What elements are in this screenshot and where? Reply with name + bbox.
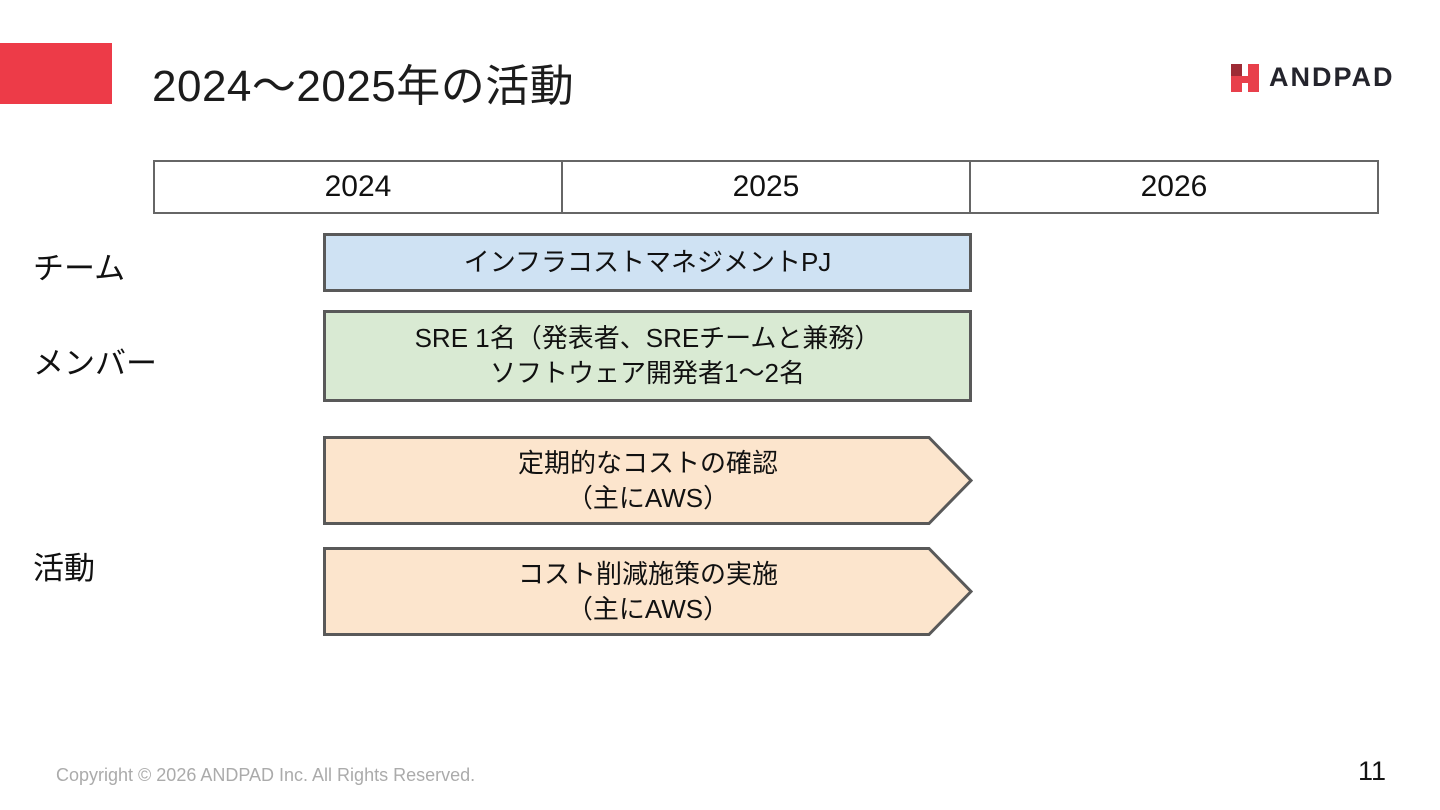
members-bar-line2: ソフトウェア開発者1〜2名 xyxy=(490,358,805,388)
copyright-text: Copyright © 2026 ANDPAD Inc. All Rights … xyxy=(56,765,476,785)
year-cell-2026: 2026 xyxy=(969,162,1377,212)
activity-arrow-cost-check: 定期的なコストの確認 （主にAWS） xyxy=(323,436,973,525)
pentagon-arrow-shape xyxy=(323,436,973,525)
team-timeline-bar-label: インフラコストマネジメントPJ xyxy=(463,247,832,277)
team-timeline-bar: インフラコストマネジメントPJ xyxy=(323,233,972,292)
andpad-logo-text: ANDPAD xyxy=(1269,62,1395,92)
activity-arrow-cost-reduction-text: コスト削減施策の実施 （主にAWS） xyxy=(323,547,973,636)
pentagon-arrow-shape xyxy=(323,547,973,636)
year-cell-2024: 2024 xyxy=(324,170,392,203)
timeline-year-header: 2024 2025 2026 xyxy=(153,160,1379,214)
andpad-logo-icon xyxy=(1231,63,1259,92)
activity-arrow2-line1: コスト削減施策の実施 xyxy=(517,558,778,589)
andpad-logo: ANDPAD xyxy=(1231,62,1395,93)
row-label-members: メンバー xyxy=(33,346,157,381)
members-timeline-bar: SRE 1名（発表者、SREチームと兼務） ソフトウェア開発者1〜2名 xyxy=(323,310,972,402)
activity-arrow-cost-reduction: コスト削減施策の実施 （主にAWS） xyxy=(323,547,973,636)
members-bar-line1: SRE 1名（発表者、SREチームと兼務） xyxy=(414,323,881,353)
page-number: 11 xyxy=(1358,756,1387,786)
activity-arrow1-line2: （主にAWS） xyxy=(566,482,730,513)
row-label-activities: 活動 xyxy=(33,551,95,586)
activity-arrow-cost-check-text: 定期的なコストの確認 （主にAWS） xyxy=(323,436,973,525)
row-label-team: チーム xyxy=(33,251,126,286)
activity-arrow1-line1: 定期的なコストの確認 xyxy=(517,447,778,478)
page-title: 2024〜2025年の活動 xyxy=(152,62,575,111)
slide-accent-bar xyxy=(0,43,112,104)
year-cell-2025: 2025 xyxy=(561,162,969,212)
activity-arrow2-line2: （主にAWS） xyxy=(566,593,730,624)
